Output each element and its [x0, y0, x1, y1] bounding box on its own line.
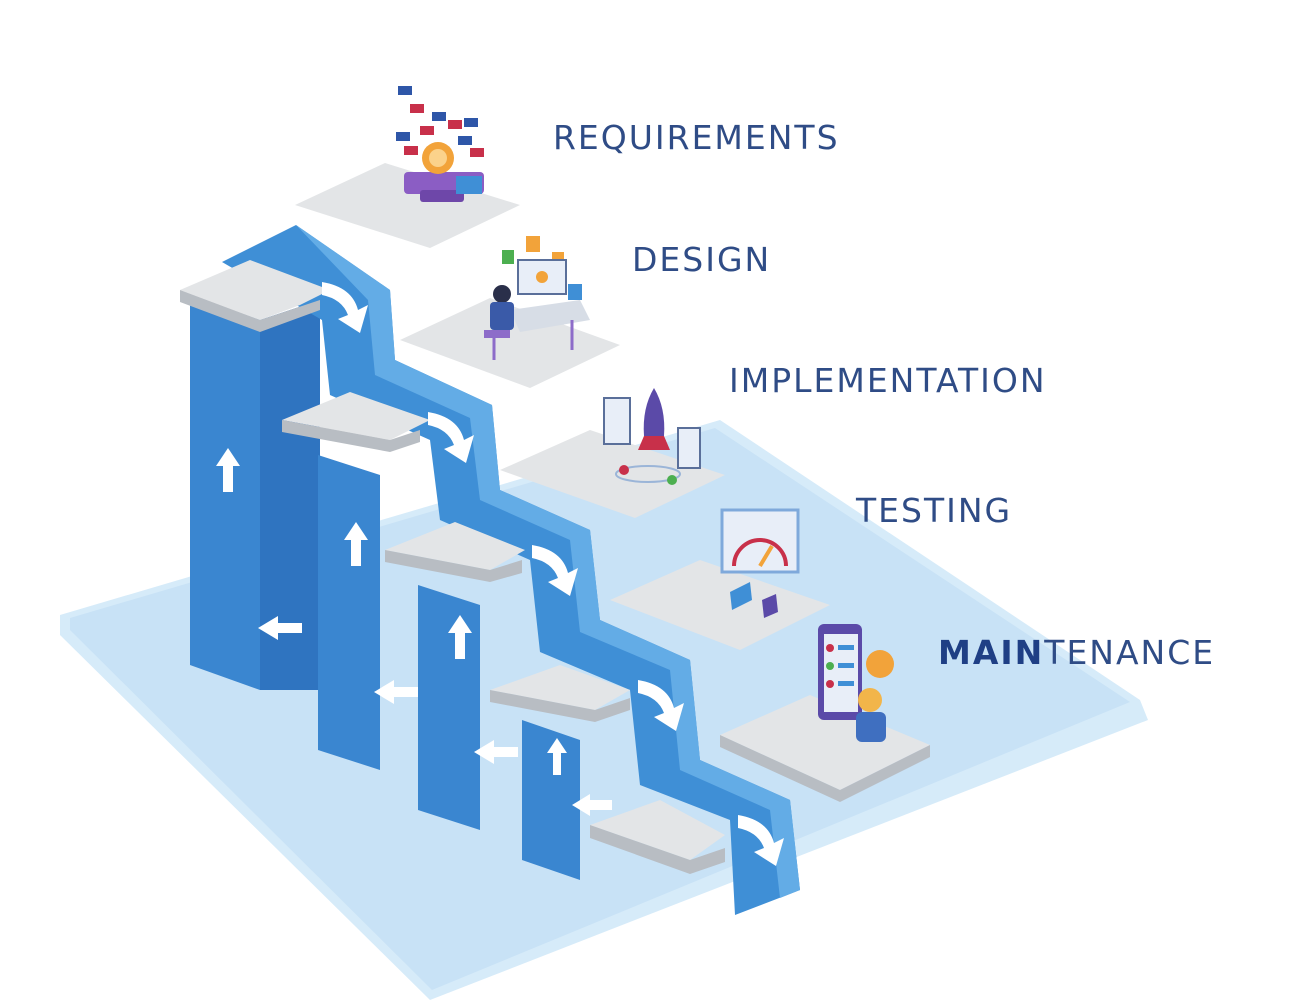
upright-1-side — [260, 300, 320, 690]
step-1-front — [180, 290, 320, 332]
upright-2 — [318, 455, 380, 770]
requirements-chat-icon — [396, 86, 484, 202]
step-1-top — [295, 163, 520, 248]
up-arrows — [216, 448, 567, 775]
maintenance-tablet-icon — [818, 624, 894, 742]
step-5-front — [720, 735, 930, 802]
up-arrow-1 — [216, 448, 240, 492]
stage-label-maintenance-bold: MAIN — [938, 633, 1045, 672]
return-arrow-4 — [572, 794, 612, 816]
stage-label-maintenance-rest: TENANCE — [1044, 633, 1216, 672]
step-3-top-left — [385, 522, 525, 570]
flow-ribbon-highlight — [296, 225, 800, 898]
step-4-top-left — [490, 665, 630, 710]
speed-gauge-icon — [720, 508, 800, 618]
step-2-top — [400, 298, 620, 388]
upright-3 — [418, 585, 480, 830]
up-arrow-4 — [547, 738, 567, 775]
down-arrow-1 — [322, 282, 368, 333]
stage-label-testing: TESTING — [856, 491, 1013, 530]
down-arrow-3 — [532, 545, 578, 596]
step-6-front — [590, 825, 725, 874]
stage-label-design: DESIGN — [632, 240, 772, 279]
down-arrow-5 — [738, 815, 784, 866]
step-4-front — [490, 690, 630, 722]
step-2-top-left — [282, 392, 430, 440]
stage-label-requirements: REQUIREMENTS — [553, 118, 840, 157]
upright-4 — [522, 720, 580, 880]
up-arrow-3 — [448, 615, 472, 659]
rocket-launch-icon — [603, 388, 701, 485]
step-6-top-left — [590, 800, 725, 860]
return-arrows — [258, 616, 612, 816]
step-4-top — [610, 560, 830, 650]
step-3-front — [385, 550, 522, 582]
stage-label-implementation: IMPLEMENTATION — [729, 361, 1047, 400]
down-arrows — [322, 282, 784, 866]
up-arrow-2 — [344, 522, 368, 566]
flow-ribbon — [222, 225, 800, 915]
down-arrow-4 — [638, 680, 684, 731]
return-arrow-2 — [374, 680, 418, 704]
step-3-top — [500, 430, 725, 518]
upright-1 — [190, 295, 260, 690]
step-1-top-left — [180, 260, 330, 320]
stage-label-maintenance: MAINTENANCE — [938, 633, 1215, 672]
step-5-top — [720, 695, 930, 790]
return-arrow-1 — [258, 616, 302, 640]
designer-workstation-icon — [484, 236, 590, 360]
step-2-front — [282, 420, 420, 452]
down-arrow-2 — [428, 412, 474, 463]
return-arrow-3 — [474, 740, 518, 764]
